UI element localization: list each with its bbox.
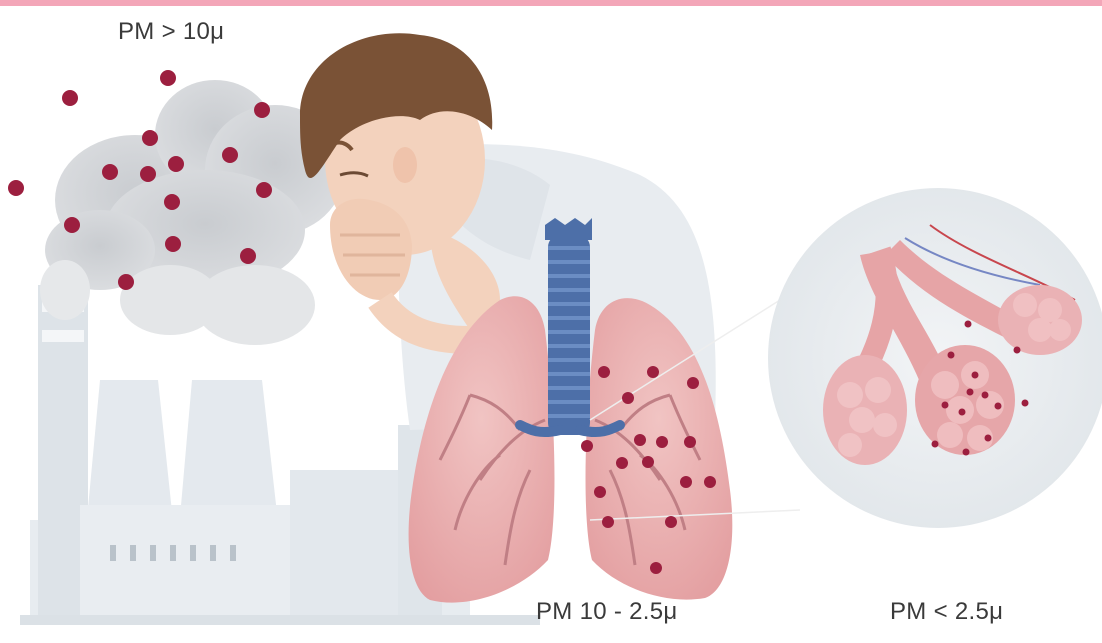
pm-medium-label: PM 10 - 2.5μ — [536, 598, 677, 626]
particle-icon — [165, 236, 181, 252]
particle-icon — [598, 366, 610, 378]
particle-icon — [650, 562, 662, 574]
particle-icon — [959, 409, 966, 416]
particle-icon — [160, 70, 176, 86]
particle-icon — [256, 182, 272, 198]
particle-icon — [995, 403, 1002, 410]
particle-icon — [240, 248, 256, 264]
smoke-cloud-icon — [40, 80, 345, 345]
particle-icon — [642, 456, 654, 468]
particle-icon — [967, 389, 974, 396]
particle-icon — [948, 352, 955, 359]
particle-icon — [1022, 400, 1029, 407]
particle-icon — [684, 436, 696, 448]
particle-icon — [647, 366, 659, 378]
particle-icon — [102, 164, 118, 180]
particle-icon — [1014, 347, 1021, 354]
pm-small-label: PM < 2.5μ — [890, 598, 1003, 626]
particle-icon — [581, 440, 593, 452]
particle-icon — [64, 217, 80, 233]
particle-icon — [622, 392, 634, 404]
particle-icon — [602, 516, 614, 528]
particle-icon — [8, 180, 24, 196]
particle-icon — [222, 147, 238, 163]
particle-icon — [594, 486, 606, 498]
particle-icon — [704, 476, 716, 488]
particle-icon — [680, 476, 692, 488]
particle-icon — [118, 274, 134, 290]
particle-icon — [982, 392, 989, 399]
particle-icon — [985, 435, 992, 442]
particle-icon — [963, 449, 970, 456]
pm-large-label: PM > 10μ — [118, 18, 224, 46]
particle-icon — [942, 402, 949, 409]
particle-icon — [972, 372, 979, 379]
particle-icon — [616, 457, 628, 469]
particle-icon — [62, 90, 78, 106]
particle-icon — [168, 156, 184, 172]
particle-icon — [140, 166, 156, 182]
particle-icon — [254, 102, 270, 118]
particle-icon — [687, 377, 699, 389]
particle-icon — [965, 321, 972, 328]
particle-icon — [665, 516, 677, 528]
particle-icon — [142, 130, 158, 146]
particle-icon — [164, 194, 180, 210]
particle-icon — [656, 436, 668, 448]
particle-icon — [634, 434, 646, 446]
particle-icon — [932, 441, 939, 448]
